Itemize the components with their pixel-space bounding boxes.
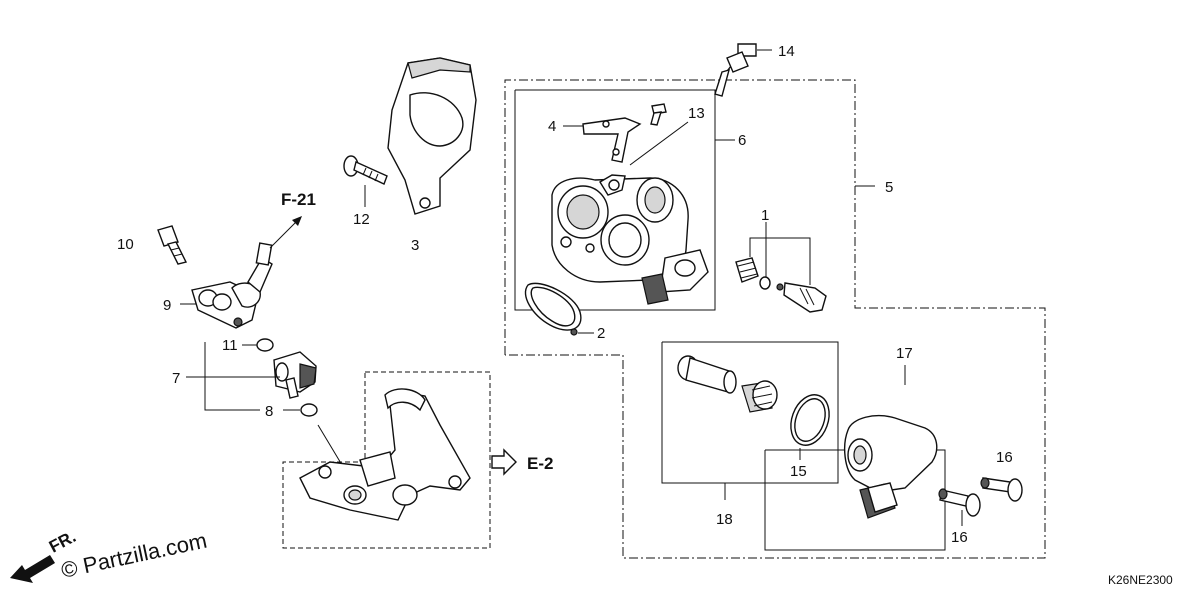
assembly-5-boundary — [504, 79, 1046, 559]
bolt-10 — [157, 225, 188, 265]
callout-2: 2 — [597, 325, 605, 342]
gasket-2 — [524, 282, 582, 336]
callout-10: 10 — [117, 236, 134, 253]
arrow-f21-shaft — [269, 219, 299, 249]
callout-13: 13 — [688, 105, 705, 122]
callout-9: 9 — [163, 297, 171, 314]
subassembly-6-boundary — [514, 89, 716, 311]
seal-11 — [256, 338, 274, 352]
intake-manifold — [299, 388, 471, 521]
bolt-12 — [343, 155, 388, 185]
callout-4: 4 — [548, 118, 556, 135]
bolt-14 — [714, 43, 757, 97]
callout-6: 6 — [738, 132, 746, 149]
ref-fr: FR. — [46, 527, 79, 557]
throttle-body-6 — [551, 174, 709, 305]
idle-screw-1 — [735, 257, 827, 313]
subassembly-18-boundary — [661, 341, 839, 484]
callout-1: 1 — [761, 207, 769, 224]
watermark: © Partzilla.com — [59, 528, 209, 583]
o-ring-15 — [790, 394, 830, 446]
arrow-f21-head — [292, 216, 302, 226]
callout-3: 3 — [411, 237, 419, 254]
idle-air-valve-17 — [843, 414, 938, 519]
ref-f21: F-21 — [281, 190, 316, 209]
leader-7 — [204, 342, 260, 411]
leader-13 — [629, 121, 689, 166]
callout-11: 11 — [222, 337, 238, 354]
callout-14: 14 — [778, 43, 795, 60]
ref-e2: E-2 — [527, 454, 553, 473]
bracket-4 — [582, 117, 642, 163]
callout-7: 7 — [172, 370, 180, 387]
callout-5: 5 — [885, 179, 893, 196]
cover-3 — [387, 57, 477, 215]
injector-7 — [273, 351, 317, 399]
screw-16a — [980, 477, 1023, 502]
callout-17: 17 — [896, 345, 913, 362]
joint-9 — [191, 242, 273, 329]
plunger-18 — [677, 355, 778, 413]
callout-12: 12 — [353, 211, 370, 228]
arrow-e2 — [491, 448, 517, 476]
seal-8 — [300, 403, 318, 417]
screw-16b — [938, 488, 981, 517]
callout-16a: 16 — [996, 449, 1013, 466]
callout-15: 15 — [790, 463, 807, 480]
leader-8b — [317, 424, 346, 471]
leader-1 — [749, 237, 811, 285]
screw-13 — [650, 103, 667, 126]
callout-16b: 16 — [951, 529, 968, 546]
diagram-code: K26NE2300 — [1108, 573, 1173, 587]
front-direction-arrow — [10, 555, 55, 583]
callout-8: 8 — [265, 403, 273, 420]
callout-18: 18 — [716, 511, 733, 528]
